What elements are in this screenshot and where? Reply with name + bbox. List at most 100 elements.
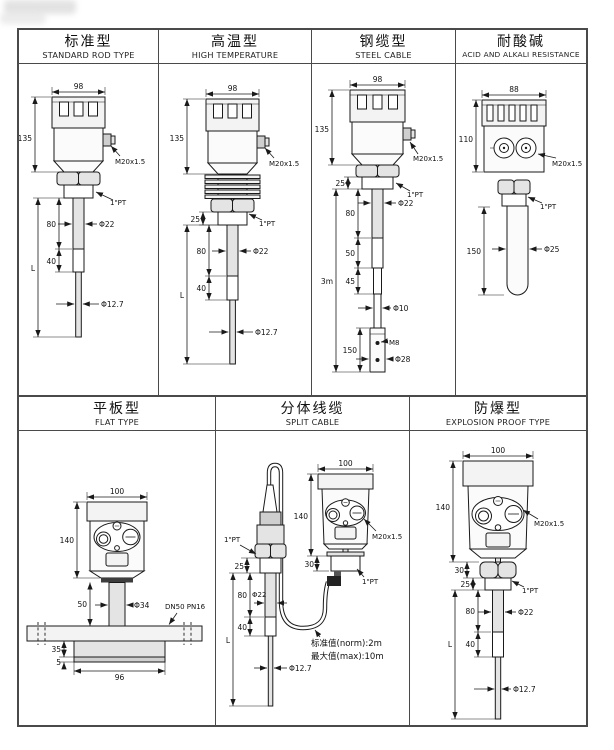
- dim-neck: 25: [335, 179, 345, 188]
- panel-header: 耐酸碱 ACID AND ALKALI RESISTANCE: [456, 30, 586, 64]
- drawing-split-cable: 1"PT 25 80 40 L: [224, 459, 402, 707]
- dimensions: 98 135 M20x1.5 25 1"PT: [170, 84, 299, 365]
- dim-head-width: 98: [74, 82, 84, 91]
- dimensions: 88 110 M20x1.5 1"PT 150 Φ25: [459, 85, 582, 296]
- dim-seg40: 40: [46, 257, 56, 266]
- cable-gland-label: M20x1.5: [269, 160, 299, 168]
- dim-head-height: 140: [60, 536, 75, 545]
- dimensions: 1"PT 25 80 40 L: [224, 459, 402, 707]
- dim-pipe-dia: Φ34: [134, 601, 150, 610]
- dim-head-height: 135: [315, 125, 330, 134]
- dim-head-height: 140: [294, 512, 309, 521]
- drawing-steel-cable: 98 135 M20x1.5 25 1"PT: [315, 75, 443, 373]
- dim-head-width: 98: [373, 75, 383, 84]
- cable-gland-label: M20x1.5: [372, 533, 402, 541]
- dimensions: 100 140 M20x1.5 30 25 1"PT: [436, 446, 564, 720]
- weight-thread-label: M8: [389, 339, 400, 347]
- dim-seg40: 40: [196, 284, 206, 293]
- panel-title-en: EXPLOSION PROOF TYPE: [445, 417, 551, 427]
- process-thread-label: 1"PT: [407, 191, 424, 199]
- remote-head-unit: [317, 473, 374, 586]
- dimensions: 100 140 50 Φ34 DN50 PN16 35: [51, 487, 205, 682]
- dim-tip-dia: Φ12.7: [255, 328, 278, 337]
- dim-head-height: 140: [436, 503, 451, 512]
- dim-tip-dia: Φ12.7: [101, 300, 124, 309]
- rod-and-cable: [369, 188, 386, 373]
- dim-seg50: 50: [345, 249, 355, 258]
- panel-title-cn: 防爆型: [474, 401, 522, 417]
- panel-split-cable: 分体线缆 SPLIT CABLE: [216, 397, 410, 725]
- panel-title-cn: 高温型: [211, 34, 259, 50]
- dim-cable-dia: Φ10: [393, 304, 409, 313]
- cable-gland-label: M20x1.5: [552, 160, 582, 168]
- panel-title-en: ACID AND ALKALI RESISTANCE: [462, 50, 580, 59]
- drawing-acid-alkali: 88 110 M20x1.5 1"PT 150 Φ25: [459, 85, 582, 296]
- dim-length: L: [180, 291, 185, 300]
- dim-head-height: 110: [459, 135, 474, 144]
- cable-note-line1: 标准值(norm):2m: [311, 638, 382, 649]
- drawing-flat-type: 100 140 50 Φ34 DN50 PN16 35: [26, 487, 206, 682]
- housing: [349, 89, 416, 190]
- probe-rod: [72, 197, 85, 338]
- panel-acid-alkali: 耐酸碱 ACID AND ALKALI RESISTANCE: [456, 30, 586, 395]
- watermark-smudge: [0, 13, 46, 24]
- dim-rod-dia: Φ22: [518, 608, 534, 617]
- process-connection: [210, 198, 255, 226]
- panel-title-en: STEEL CABLE: [355, 50, 412, 60]
- process-thread-label: 1"PT: [522, 587, 539, 595]
- panel-title-en: SPLIT CABLE: [285, 417, 340, 427]
- dim-pipe-length: 50: [77, 600, 87, 609]
- mounting: [26, 582, 203, 663]
- cable-note-line2: 最大值(max):10m: [311, 651, 384, 662]
- probe-tube: [506, 205, 529, 296]
- dim-seg40: 40: [465, 640, 475, 649]
- dim-head-width: 100: [338, 459, 353, 468]
- panel-title-en: FLAT TYPE: [95, 417, 139, 427]
- panel-title-en: HIGH TEMPERATURE: [191, 50, 279, 60]
- panel-high-temperature: 高温型 HIGH TEMPERATURE: [159, 30, 312, 395]
- panel-header: 分体线缆 SPLIT CABLE: [216, 397, 409, 431]
- process-thread-label: 1"PT: [259, 220, 276, 228]
- dim-rod-dia: Φ22: [398, 199, 414, 208]
- panel-header: 高温型 HIGH TEMPERATURE: [159, 30, 311, 64]
- panel-title-cn: 耐酸碱: [497, 34, 545, 50]
- dim-plate-height: 5: [56, 658, 61, 667]
- dim-seg80: 80: [237, 591, 247, 600]
- drawing-standard-rod: 98 135 M20x1.5 1"PT 80: [19, 82, 145, 338]
- dim-block-width: 96: [115, 673, 125, 682]
- dim-length: L: [226, 636, 231, 645]
- dim-head-width: 100: [491, 446, 506, 455]
- panel-header: 防爆型 EXPLOSION PROOF TYPE: [410, 397, 586, 431]
- panel-header: 平板型 FLAT TYPE: [19, 397, 215, 431]
- dim-seg80: 80: [196, 247, 206, 256]
- dim-length: L: [31, 264, 36, 273]
- dim-tip-dia: Φ12.7: [513, 685, 536, 694]
- dim-rod-dia: Φ22: [252, 591, 266, 599]
- process-thread-label: 1"PT: [540, 203, 557, 211]
- cooling-fins: [204, 173, 261, 200]
- type-comparison-table: 标准型 STANDARD ROD TYPE: [17, 28, 588, 727]
- drawing-high-temperature: 98 135 M20x1.5 25 1"PT: [170, 84, 299, 365]
- dim-head-height: 135: [19, 134, 32, 143]
- drawing-explosion-proof: 100 140 M20x1.5 30 25 1"PT: [436, 446, 564, 720]
- dim-head-width: 100: [110, 487, 125, 496]
- watermark-smudge: [4, 0, 76, 14]
- panel-title-cn: 平板型: [93, 401, 141, 417]
- housing: [51, 96, 116, 199]
- dim-block-height: 35: [51, 645, 61, 654]
- probe-thread-label: 1"PT: [224, 536, 241, 544]
- cable-gland-label: M20x1.5: [115, 158, 145, 166]
- dim-tip-dia: Φ12.7: [289, 664, 312, 673]
- dim-probe-length: 150: [467, 247, 482, 256]
- housing: [205, 98, 270, 175]
- dim-neck: 25: [190, 215, 200, 224]
- dim-hex: 30: [304, 560, 314, 569]
- dim-seg40: 40: [237, 623, 247, 632]
- panel-header: 钢缆型 STEEL CABLE: [312, 30, 455, 64]
- panel-header: 标准型 STANDARD ROD TYPE: [19, 30, 158, 64]
- dim-seg80: 80: [46, 220, 56, 229]
- housing: [481, 99, 547, 207]
- panel-steel-cable: 钢缆型 STEEL CABLE: [312, 30, 456, 395]
- dim-hex: 30: [454, 566, 464, 575]
